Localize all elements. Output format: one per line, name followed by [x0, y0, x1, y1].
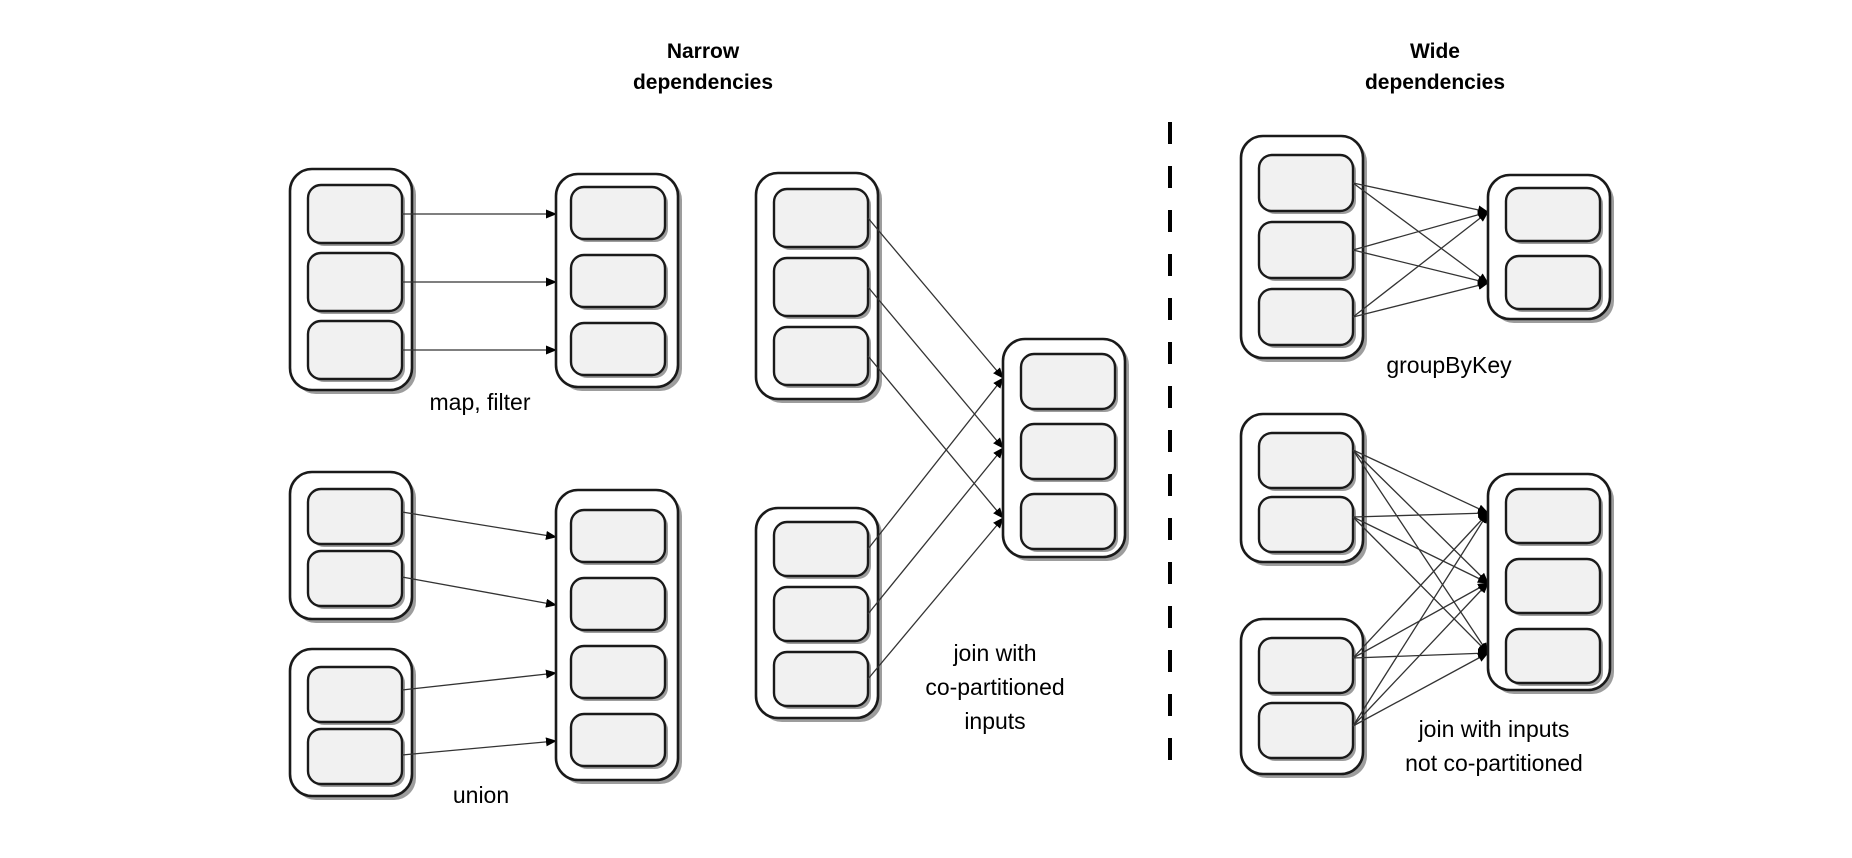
rdd-target-joinco	[1001, 337, 1129, 561]
label-join-co-line3: inputs	[964, 708, 1025, 734]
edge	[867, 286, 1004, 449]
label-union: union	[453, 782, 509, 808]
edge	[1352, 508, 1489, 518]
rdd-source-joinnotco-a	[1239, 412, 1367, 566]
partition	[306, 251, 404, 313]
partition	[1257, 701, 1355, 760]
rdd-source-joinco-b	[754, 506, 882, 722]
edge	[1352, 449, 1489, 654]
edge	[867, 355, 1004, 519]
edge	[1352, 582, 1489, 727]
edge	[1352, 449, 1489, 584]
partition	[1257, 287, 1355, 347]
example-map-filter: map, filter	[288, 167, 682, 415]
label-join-notco-line2: not co-partitioned	[1405, 750, 1583, 776]
rdd-target-map-filter	[554, 172, 682, 391]
partition	[1257, 495, 1355, 554]
partition	[306, 319, 404, 381]
edge	[401, 576, 557, 608]
edge	[1352, 249, 1489, 285]
edges-group-by-key	[1352, 182, 1489, 318]
title-wide: Wide dependencies	[1365, 40, 1505, 94]
edge	[1352, 512, 1489, 659]
partition	[1257, 431, 1355, 490]
partition	[772, 187, 870, 249]
partition	[569, 253, 667, 309]
partition	[1257, 153, 1355, 213]
label-group-by-key: groupByKey	[1386, 352, 1512, 378]
title-narrow-line1: Narrow	[667, 40, 740, 63]
rdd-target-groupbykey	[1486, 173, 1614, 323]
partition	[569, 576, 667, 632]
edge	[401, 669, 557, 691]
partition	[306, 183, 404, 245]
partition	[569, 644, 667, 700]
rdd-source-groupbykey	[1239, 134, 1367, 362]
edges-union	[401, 511, 557, 756]
partition	[569, 321, 667, 377]
edge	[1352, 652, 1489, 727]
partition	[1504, 557, 1602, 615]
edge	[1352, 449, 1489, 514]
edge	[1352, 648, 1489, 659]
partition	[569, 712, 667, 768]
example-join-co-partitioned: join with co-partitioned inputs	[754, 171, 1129, 734]
partition	[772, 256, 870, 318]
partition	[1257, 220, 1355, 280]
edge	[1352, 512, 1489, 727]
partition	[306, 487, 404, 546]
edge	[867, 217, 1004, 379]
title-narrow: Narrow dependencies	[633, 40, 773, 94]
partition	[772, 325, 870, 387]
edge	[1352, 281, 1489, 318]
rdd-source-joinco-a	[754, 171, 882, 403]
example-join-not-co-partitioned: join with inputs not co-partitioned	[1239, 412, 1614, 778]
label-join-notco-line1: join with inputs	[1418, 716, 1570, 742]
title-wide-line2: dependencies	[1365, 71, 1505, 94]
label-map-filter: map, filter	[430, 389, 531, 415]
partition	[1019, 352, 1117, 411]
edges-join-not-co-partitioned	[1352, 449, 1489, 727]
label-join-co-line1: join with	[952, 640, 1036, 666]
title-wide-line1: Wide	[1410, 40, 1460, 63]
edge	[867, 517, 1004, 680]
partition	[569, 185, 667, 241]
edge	[1352, 516, 1489, 584]
edge	[1352, 182, 1489, 215]
rdd-target-union	[554, 488, 682, 784]
title-narrow-line2: dependencies	[633, 71, 773, 94]
partition	[306, 665, 404, 724]
rdd-source-joinnotco-b	[1239, 617, 1367, 778]
edge	[401, 737, 557, 756]
partition	[306, 549, 404, 608]
example-union: union	[288, 470, 682, 808]
partition	[1019, 422, 1117, 481]
example-group-by-key: groupByKey	[1239, 134, 1614, 378]
edge	[867, 447, 1004, 615]
edge	[867, 377, 1004, 550]
rdd-source-union-a	[288, 470, 416, 623]
rdd-source-map-filter	[288, 167, 416, 394]
partition	[306, 727, 404, 786]
rdd-target-joinnotco	[1486, 472, 1614, 694]
partition	[1504, 487, 1602, 545]
edges-join-co-partitioned	[867, 217, 1004, 680]
partition	[1257, 636, 1355, 695]
partition	[1504, 254, 1602, 311]
partition	[1019, 492, 1117, 551]
edge	[1352, 210, 1489, 251]
label-join-co-line2: co-partitioned	[925, 674, 1064, 700]
rdd-source-union-b	[288, 647, 416, 800]
edge	[401, 511, 557, 540]
partition	[772, 585, 870, 643]
partition	[1504, 627, 1602, 685]
partition	[569, 508, 667, 564]
partition	[772, 520, 870, 578]
partition	[772, 650, 870, 708]
edges-map-filter	[402, 209, 557, 355]
edge	[1352, 211, 1489, 318]
partition	[1504, 186, 1602, 243]
edge	[1352, 182, 1489, 284]
